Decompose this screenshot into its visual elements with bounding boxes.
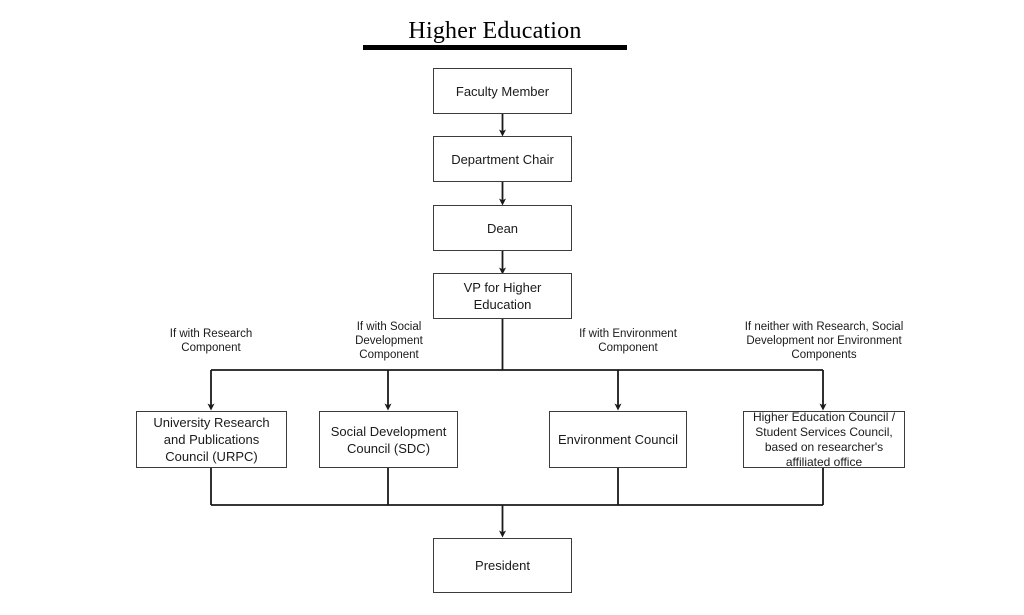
node-vp-higher-education[interactable]: VP for Higher Education xyxy=(433,273,572,319)
node-president[interactable]: President xyxy=(433,538,572,593)
node-department-chair[interactable]: Department Chair xyxy=(433,136,572,182)
node-urpc[interactable]: University Research and Publications Cou… xyxy=(136,411,287,468)
node-faculty-member[interactable]: Faculty Member xyxy=(433,68,572,114)
edge-label-no-component: If neither with Research, Social Develop… xyxy=(744,321,904,361)
edge-label-social-development-component: If with Social Development Component xyxy=(355,321,423,361)
node-dean[interactable]: Dean xyxy=(433,205,572,251)
edge-label-environment-component: If with Environment Component xyxy=(579,328,677,354)
edge-label-research-component: If with Research Component xyxy=(169,328,253,354)
page-title: Higher Education xyxy=(408,18,582,44)
title-underline-rule xyxy=(363,45,627,50)
node-hec-ssc[interactable]: Higher Education Council / Student Servi… xyxy=(743,410,905,469)
node-sdc[interactable]: Social Development Council (SDC) xyxy=(319,411,458,468)
node-environment-council[interactable]: Environment Council xyxy=(549,411,687,468)
